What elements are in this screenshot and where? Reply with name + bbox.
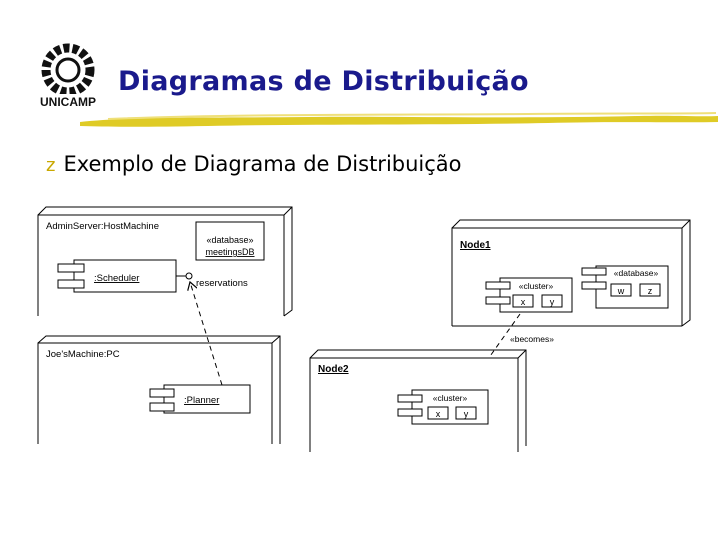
node1: Node1 «database» w z «cluster» x y	[451, 219, 691, 327]
reservations-interface-icon	[185, 272, 193, 280]
node1-cluster-item-y: y	[550, 297, 555, 307]
reservations-label: reservations	[196, 278, 248, 289]
admin-server-name: AdminServer:HostMachine	[46, 221, 159, 232]
title-underline-decoration	[80, 112, 718, 127]
node2-cluster-item-x: x	[436, 409, 441, 419]
bullet-item: z Exemplo de Diagrama de Distribuição	[46, 152, 462, 176]
scheduler-component: :Scheduler	[57, 259, 177, 293]
unicamp-logo-icon: UNICAMP	[32, 43, 104, 109]
node2-cluster-stereotype: «cluster»	[433, 393, 468, 403]
node2: Node2 «cluster» x y	[309, 349, 527, 452]
planner-component: :Planner	[149, 384, 251, 414]
node2-cluster-item-y: y	[464, 409, 469, 419]
node1-db-item-w: w	[617, 286, 625, 296]
database-name: meetingsDB	[205, 247, 254, 257]
logo-text: UNICAMP	[40, 95, 96, 109]
z-bullet-icon: z	[46, 155, 56, 176]
scheduler-name: :Scheduler	[94, 273, 139, 284]
becomes-dependency-arrow	[466, 313, 521, 390]
node1-cluster-stereotype: «cluster»	[519, 281, 554, 291]
node1-db-item-z: z	[648, 286, 653, 296]
node2-name: Node2	[318, 364, 349, 375]
node1-name: Node1	[460, 240, 491, 251]
database-stereotype: «database»	[206, 235, 253, 245]
meetings-db-component: «database» meetingsDB	[195, 221, 265, 261]
unicamp-logo: UNICAMP	[30, 40, 106, 112]
planner-name: :Planner	[184, 395, 219, 406]
becomes-label: «becomes»	[510, 334, 554, 344]
bullet-text: Exemplo de Diagrama de Distribuição	[63, 152, 462, 176]
page-title: Diagramas de Distribuição	[118, 66, 529, 97]
node1-cluster-item-x: x	[521, 297, 526, 307]
joes-machine-name: Joe'sMachine:PC	[46, 349, 120, 360]
node1-database-stereotype: «database»	[614, 268, 659, 278]
